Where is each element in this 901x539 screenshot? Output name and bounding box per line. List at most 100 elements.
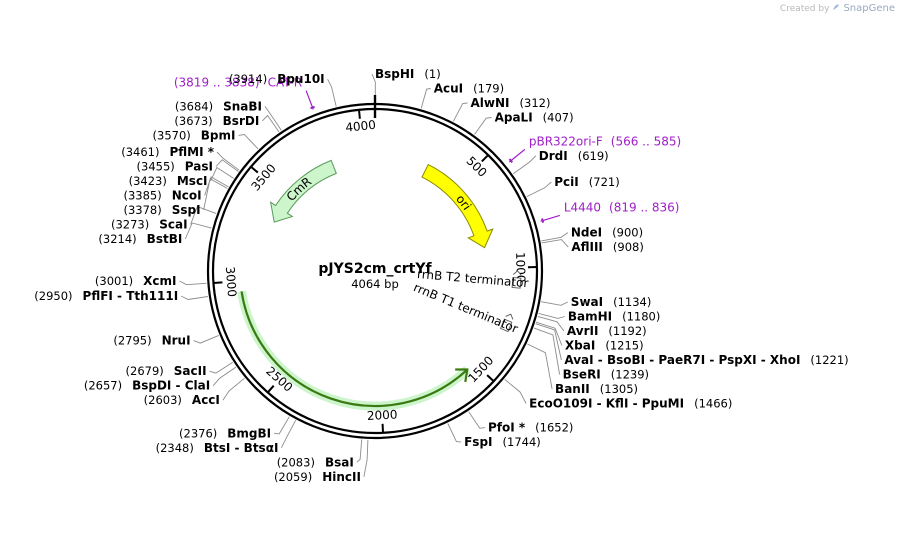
site-leader [474,117,492,135]
tick-mark [486,374,495,382]
feature-cmr-arrow [269,159,337,223]
site-position: (1) [424,67,440,81]
tick-label: 3000 [223,266,239,298]
site-position: (3378) [123,203,161,217]
site-position: (2679) [126,364,164,378]
plasmid-length: 4064 bp [351,277,399,291]
site-leader [504,378,527,404]
site-leader [535,323,562,361]
site-position: (3385) [123,188,161,202]
site-leader [453,102,468,122]
site-name: BspDI - ClaI [132,379,210,393]
site-label: (3423)MscI [129,174,208,188]
primer-name: L4440 [564,200,601,214]
site-name: AvrII [567,324,599,338]
site-leader [184,222,212,240]
site-label: BspHI(1) [375,67,441,81]
primer-leader [540,214,560,222]
primer-name: pBR322ori-F [529,134,603,148]
snapgene-logo-icon [831,2,841,15]
site-label: (3378) SspI [123,203,200,217]
site-position: (3423) [129,174,167,188]
site-name: PflFI - Tth111I [83,289,179,303]
primer-bind-mark [540,218,545,223]
site-leader [222,377,245,401]
site-label: BseRI(1239) [563,368,649,382]
site-leader [468,411,486,429]
site-name: EcoO109I - KflI - PpuMI [529,397,684,411]
site-leader [210,166,234,182]
site-name: DrdI [539,149,568,163]
site-leader [203,178,228,211]
site-label: AlwNI (312) [471,96,551,110]
feature-ori-arrow [421,163,494,249]
site-position: (1305) [600,382,638,396]
primer-leader [305,90,314,110]
site-leader [216,151,240,171]
site-name: PasI [185,159,213,173]
site-position: (908) [613,240,644,254]
site-label: (3214)BstBI [98,232,182,246]
site-labels: BspHI(1)AcuI(179)AlwNI(312)ApaLI(407)Drd… [34,67,848,484]
site-position: (3673) [174,114,212,128]
site-position: (2083) [277,455,315,469]
site-leader [537,315,565,332]
site-position: (1221) [810,353,848,367]
site-position: (3684) [175,99,213,113]
site-label: (3385)NcoI [123,188,201,202]
terminator-3-symbol [499,313,514,333]
site-position: (1466) [694,397,732,411]
site-position: (312) [520,96,551,110]
feature-backbone-line [240,291,469,408]
site-leader [447,423,462,443]
site-label: (2348)BtsI - BtsαI [156,441,279,455]
site-position: (2348) [156,441,194,455]
site-position: (2950) [34,289,72,303]
site-name: PciI [554,175,579,189]
site-position: (2376) [179,426,217,440]
site-position: (2059) [274,470,312,484]
site-name: AlwNI [471,96,510,110]
site-name: SnaBI [223,99,262,113]
credit-brand: SnapGene [843,3,895,14]
backbone-ring [206,95,544,440]
snapgene-credit: Created by SnapGene [780,2,895,15]
site-leader [356,439,363,463]
feature-backbone-arrowhead [455,368,469,383]
site-label: AvaI - BsoBI - PaeR7I - PspXI - XhoI(122… [564,353,848,367]
site-leader [280,419,297,448]
site-label: FspI(1744) [464,435,541,449]
site-leader [204,176,229,196]
site-position: (3273) [111,217,149,231]
primer-range: (3819 .. 3838) [174,76,260,90]
site-name: BmgBI [227,426,271,440]
tick-mark [266,385,275,394]
site-leader [179,280,207,286]
site-label: (3455) PasI [137,159,213,173]
tick-mark [213,281,223,285]
site-label: (3673) BsrDI [174,114,259,128]
site-name: SacII [174,364,207,378]
site-name: XbaI [565,339,595,353]
tick-mark [250,166,259,174]
site-position: (1134) [613,295,651,309]
site-name: NruI [162,334,191,348]
site-label: BamHI(1180) [568,310,661,324]
site-label: DrdI(619) [539,149,609,163]
site-position: (3455) [137,159,175,173]
site-label: ApaLI(407) [495,111,574,125]
site-name: SspI [172,203,201,217]
site-label: (2795)NruI [113,334,190,348]
primer-name: CAT-R [268,76,303,90]
tick-label: 4000 [345,118,377,135]
site-leader [190,206,217,225]
site-label: PciI(721) [554,175,619,189]
site-position: (900) [612,226,643,240]
site-label: (3001)XcmI [95,274,177,288]
site-position: (1652) [535,421,573,435]
site-name: AccI [192,393,220,407]
site-position: (407) [543,111,574,125]
site-leader [215,159,239,172]
site-name: BsrDI [223,114,260,128]
